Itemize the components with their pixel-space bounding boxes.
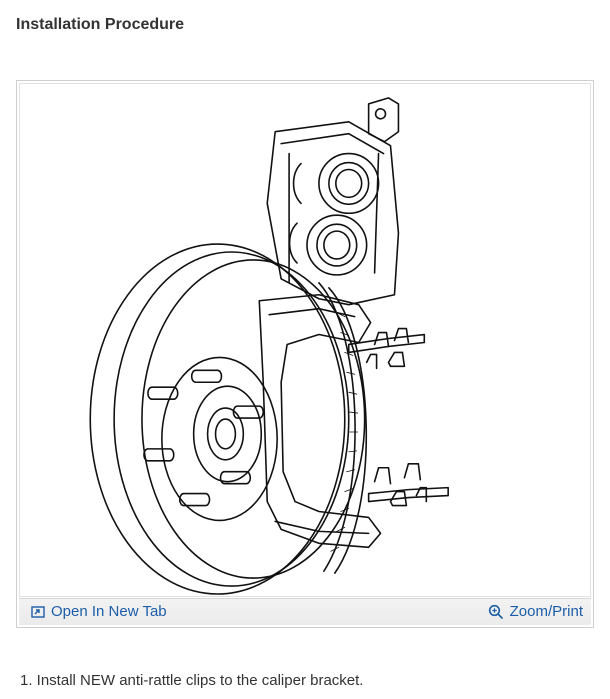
anti-rattle-clip-upper — [347, 327, 426, 370]
anti-rattle-clip-lower — [367, 462, 449, 507]
open-new-tab-icon — [31, 605, 45, 618]
magnifier-zoom-icon — [488, 604, 503, 619]
rotor-hub — [161, 356, 278, 522]
open-in-new-tab-link[interactable]: Open In New Tab — [31, 603, 167, 620]
caliper-bracket — [258, 293, 382, 549]
zoom-print-label: Zoom/Print — [509, 603, 583, 620]
figure-container: Open In New Tab Zoom/Print — [16, 80, 594, 628]
bleeder-ear — [367, 97, 400, 143]
caliper-piston-upper — [318, 152, 380, 215]
procedure-step-1: 1. Install NEW anti-rattle clips to the … — [20, 672, 364, 689]
zoom-print-link[interactable]: Zoom/Print — [488, 603, 583, 620]
caliper-piston-lower — [306, 214, 368, 276]
section-heading: Installation Procedure — [16, 16, 185, 33]
caliper-body — [266, 120, 400, 306]
brake-assembly-illustration[interactable] — [19, 83, 591, 597]
figure-toolbar: Open In New Tab Zoom/Print — [19, 598, 591, 625]
rotor-outer-edge — [89, 243, 346, 595]
open-in-new-tab-label: Open In New Tab — [51, 603, 167, 620]
lug-studs — [143, 369, 265, 507]
